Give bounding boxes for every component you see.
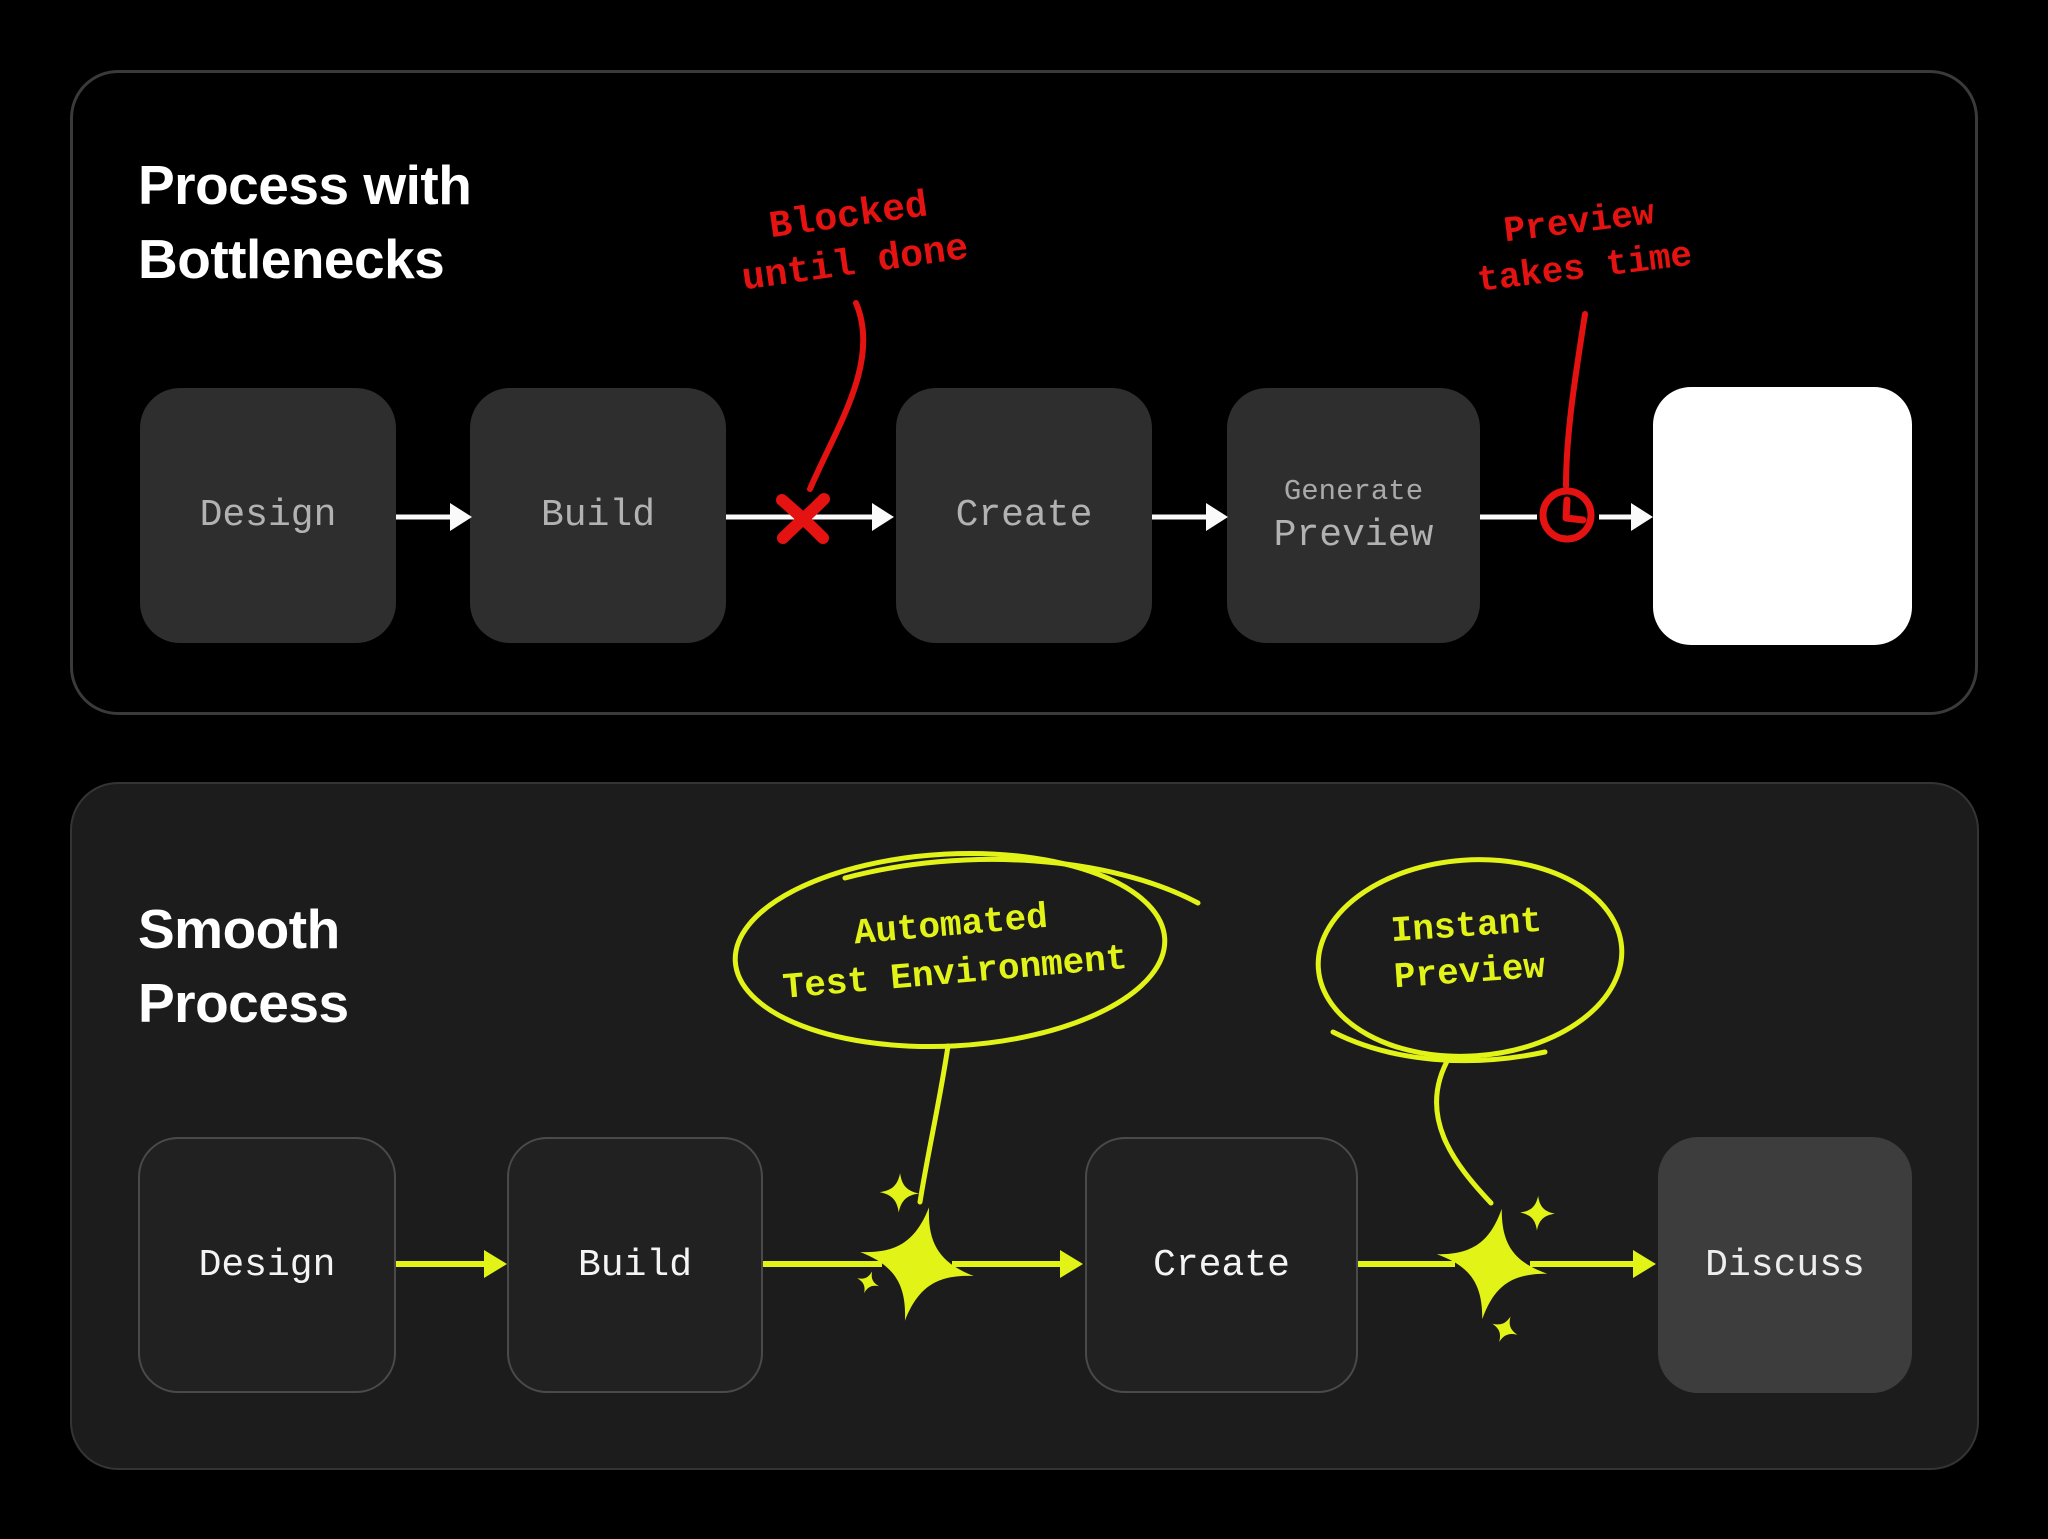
node-create-top: Create: [896, 388, 1152, 643]
node-label: Design: [198, 1243, 336, 1287]
node-generate-preview: Generate Preview: [1227, 388, 1480, 643]
node-label: Create: [1153, 1243, 1290, 1287]
node-label-top: Generate: [1283, 474, 1424, 508]
node-label: Discuss: [1705, 1243, 1865, 1287]
node-label: Preview: [1273, 513, 1434, 557]
callout-instant-preview: Instant Preview: [1389, 900, 1547, 999]
node-label: Create: [955, 494, 1093, 537]
title-smooth-process: Smooth Process: [138, 898, 349, 1034]
node-design-top: Design: [140, 388, 396, 643]
node-label: Build: [577, 1243, 693, 1287]
node-design-bottom: Design: [138, 1137, 396, 1393]
node-build-bottom: Build: [507, 1137, 763, 1393]
node-discuss: Discuss: [1658, 1137, 1912, 1393]
title-process-with-bottlenecks: Process with Bottlenecks: [138, 154, 472, 290]
node-build-top: Build: [470, 388, 726, 643]
node-create-bottom: Create: [1085, 1137, 1358, 1393]
node-label: Build: [540, 494, 656, 537]
node-label: Design: [199, 494, 337, 537]
node-result-blank: [1653, 387, 1912, 645]
